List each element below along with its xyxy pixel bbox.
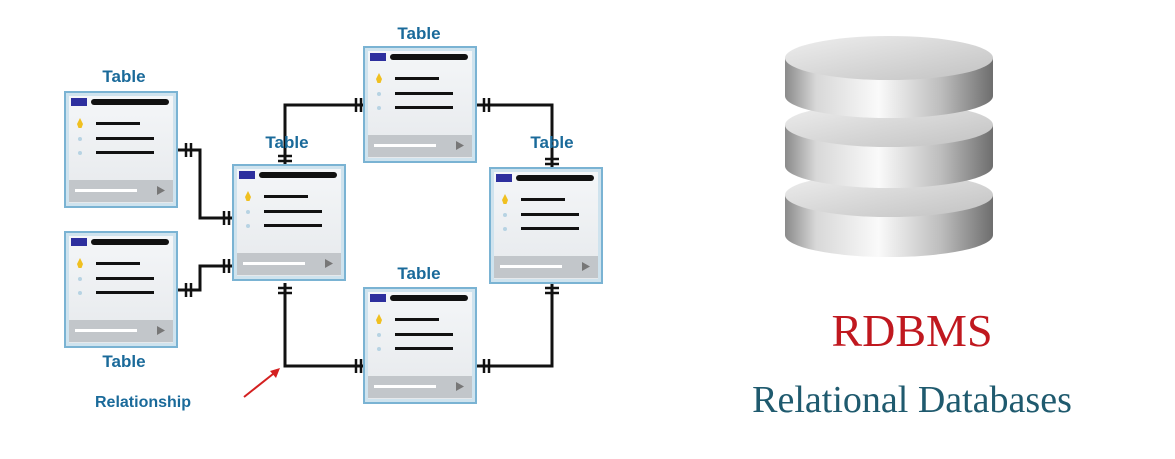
rdbms-title: RDBMS [831, 305, 992, 356]
database-icon [785, 36, 993, 257]
table-card-right [489, 167, 603, 284]
crowfoot-markers [184, 98, 559, 373]
table-card-bottom [363, 287, 477, 404]
table-label-top: Table [397, 24, 440, 43]
table-card-center [232, 164, 346, 281]
table-card-left-bottom [64, 231, 178, 348]
table-label-right: Table [530, 133, 573, 152]
table-card-top [363, 46, 477, 163]
relationship-lines [177, 103, 554, 368]
table-label-center: Table [265, 133, 308, 152]
table-card-left-top [64, 91, 178, 208]
table-label-bottom: Table [397, 264, 440, 283]
arrow-icon [243, 368, 280, 398]
table-label-left-bottom: Table [102, 352, 145, 371]
rdbms-subtitle: Relational Databases [752, 379, 1072, 421]
table-label-left-top: Table [102, 67, 145, 86]
relationship-label: Relationship [95, 394, 191, 411]
